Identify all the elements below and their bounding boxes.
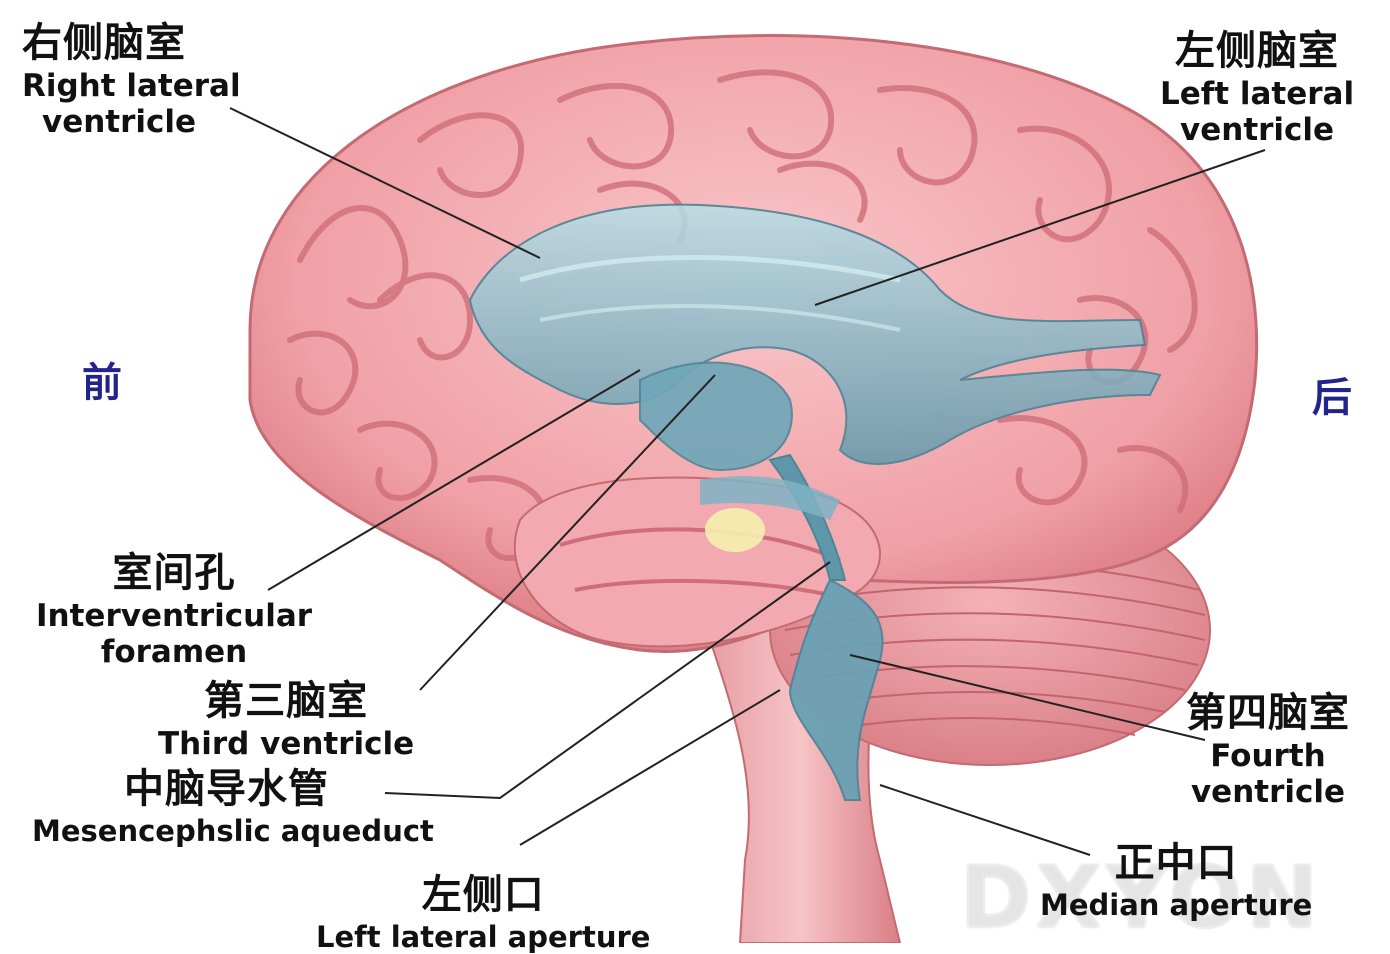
label-third-ventricle: 第三脑室 Third ventricle xyxy=(158,668,414,762)
label-en-line1: Right lateral xyxy=(22,68,241,104)
label-zh: 左侧口 xyxy=(316,862,650,920)
label-zh: 第四脑室 xyxy=(1186,680,1350,738)
label-left-lateral-aperture: 左侧口 Left lateral aperture xyxy=(316,862,650,954)
label-en-line2: ventricle xyxy=(1160,112,1354,148)
label-en-line1: Mesencephslic aqueduct xyxy=(32,814,434,848)
yellow-structure xyxy=(705,508,765,552)
label-zh: 右侧脑室 xyxy=(22,10,241,68)
label-median-aperture: 正中口 Median aperture xyxy=(1040,830,1312,922)
label-zh: 左侧脑室 xyxy=(1160,18,1354,76)
label-mesencephalic-aqueduct: 中脑导水管 Mesencephslic aqueduct xyxy=(32,756,434,848)
label-en-line1: Median aperture xyxy=(1040,888,1312,922)
label-zh: 正中口 xyxy=(1040,830,1312,888)
label-zh: 室间孔 xyxy=(36,540,312,598)
label-en-line1: Interventricular xyxy=(36,598,312,634)
label-right-lateral-ventricle: 右侧脑室 Right lateral ventricle xyxy=(22,10,241,140)
direction-back: 后 xyxy=(1312,365,1352,423)
label-fourth-ventricle: 第四脑室 Fourth ventricle xyxy=(1186,680,1350,810)
direction-front: 前 xyxy=(82,350,122,408)
label-en-line2: ventricle xyxy=(22,104,241,140)
label-zh: 第三脑室 xyxy=(158,668,414,726)
label-left-lateral-ventricle: 左侧脑室 Left lateral ventricle xyxy=(1160,18,1354,148)
label-en-line1: Left lateral aperture xyxy=(316,920,650,954)
label-zh: 中脑导水管 xyxy=(32,756,434,814)
label-en-line2: ventricle xyxy=(1186,774,1350,810)
label-en-line1: Fourth xyxy=(1186,738,1350,774)
label-interventricular-foramen: 室间孔 Interventricular foramen xyxy=(36,540,312,670)
label-en-line2: foramen xyxy=(36,634,312,670)
label-en-line1: Left lateral xyxy=(1160,76,1354,112)
